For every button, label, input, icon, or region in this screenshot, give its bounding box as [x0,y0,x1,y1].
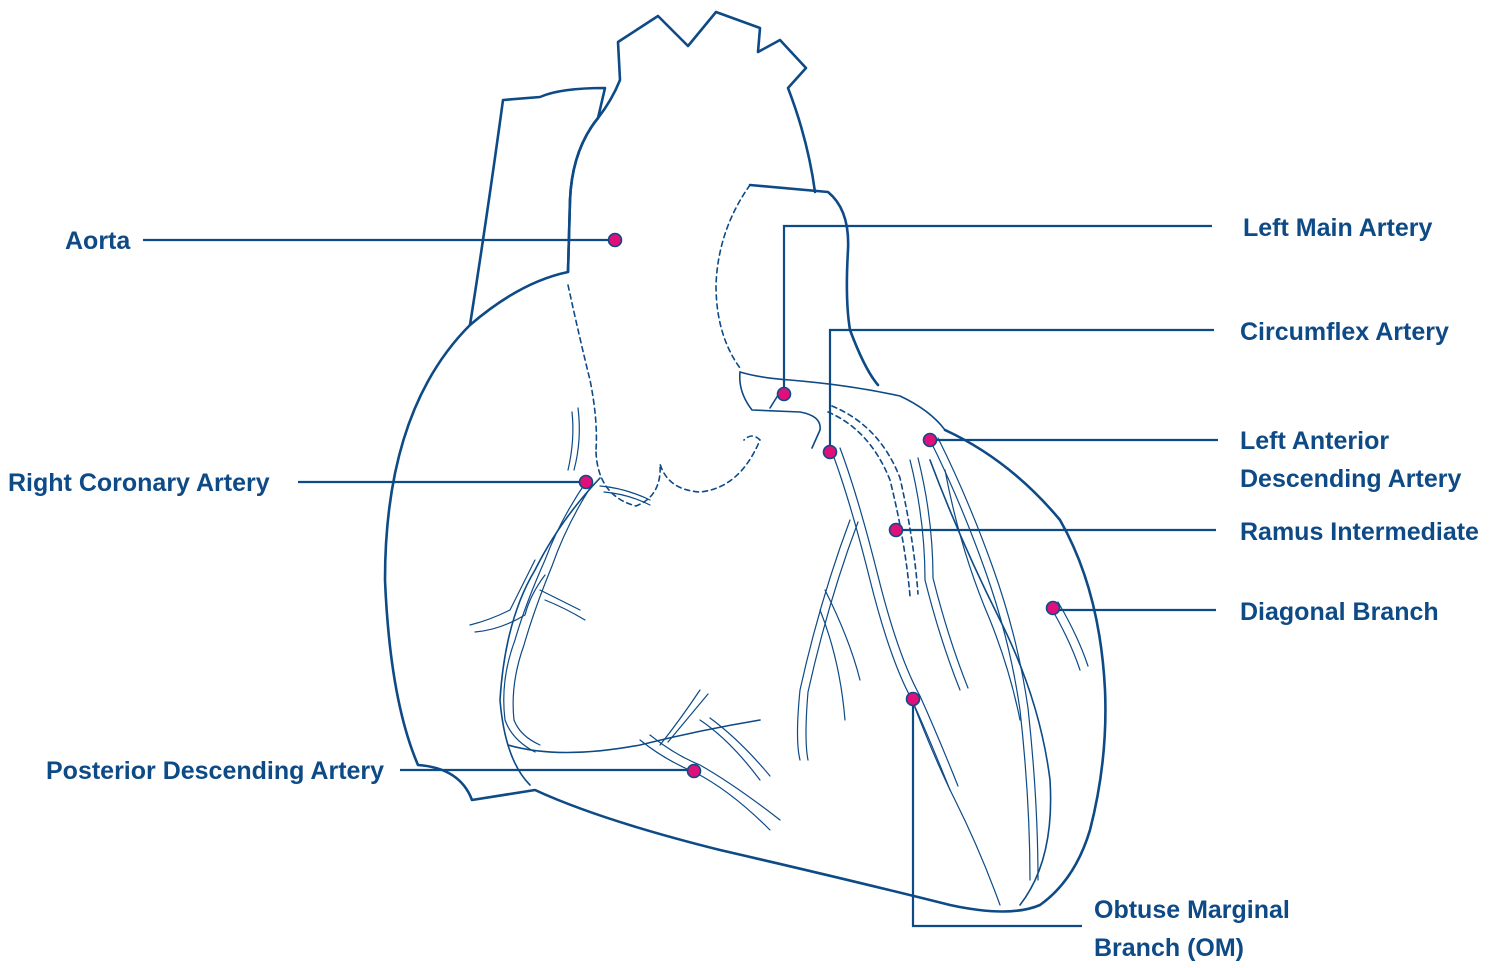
rca-branch-upper [568,412,573,470]
pda-branch-a [660,690,700,745]
leader-lines [143,226,1218,926]
leader-circumflex-artery [830,330,1214,452]
marker-aorta [609,234,622,247]
pda-vessel-2 [650,735,780,820]
pulmonary-trunk-dashed [716,185,750,368]
heart-outer-outline [385,325,1105,912]
rca-vessel [504,482,586,752]
diagonal-vessel-2 [1058,602,1088,666]
lad-vessel-2 [840,448,958,786]
label-left-anterior-descending-artery: Left Anterior Descending Artery [1240,427,1461,493]
label-left-main-artery: Left Main Artery [1243,214,1432,242]
labels: Aorta Right Coronary Artery Posterior De… [8,214,1479,962]
label-diagonal-branch: Diagonal Branch [1240,598,1439,626]
right-ventricle-border [500,478,600,785]
right-ventricle-lower-border [508,720,760,753]
marker-posterior-descending-artery [688,765,701,778]
ramus-dashed-1 [828,412,910,596]
aortic-cusps-dashed [596,436,760,506]
label-right-coronary-artery: Right Coronary Artery [8,469,270,497]
label-circumflex-artery: Circumflex Artery [1240,318,1449,346]
aorta-outline [568,12,815,272]
heart-illustration [385,12,1105,912]
label-obtuse-marginal-branch: Obtuse Marginal Branch (OM) [1094,896,1297,962]
coronary-vessels [470,406,1088,905]
marker-diagonal-branch [1047,602,1060,615]
markers [580,234,1060,778]
superior-vena-cava-outline [470,88,605,325]
cx-branch-1 [910,460,960,690]
lad-vessel [832,452,950,790]
lad-branch-2 [806,522,858,760]
marker-right-coronary-artery [580,476,593,489]
circumflex-vessel-2 [938,438,1038,880]
rca-branch-upper2 [574,408,579,470]
marker-circumflex-artery [824,446,837,459]
marker-ramus-intermediate [890,524,903,537]
label-posterior-descending-artery: Posterior Descending Artery [46,757,384,785]
left-atrium-edge [740,372,945,430]
marker-left-main-artery [778,388,791,401]
label-aorta: Aorta [65,227,131,255]
pda-branch-b [668,694,708,742]
pulmonary-trunk-outline [750,185,878,385]
lad-branch-1 [798,520,851,760]
cx-branch-3 [945,470,1020,720]
circumflex-vessel [930,440,1030,880]
left-ventricle-inner [930,460,1051,905]
diagonal-vessel [1050,606,1080,670]
label-ramus-intermediate: Ramus Intermediate [1240,518,1479,546]
marker-left-anterior-descending-artery [924,434,937,447]
marker-obtuse-marginal-branch [907,693,920,706]
